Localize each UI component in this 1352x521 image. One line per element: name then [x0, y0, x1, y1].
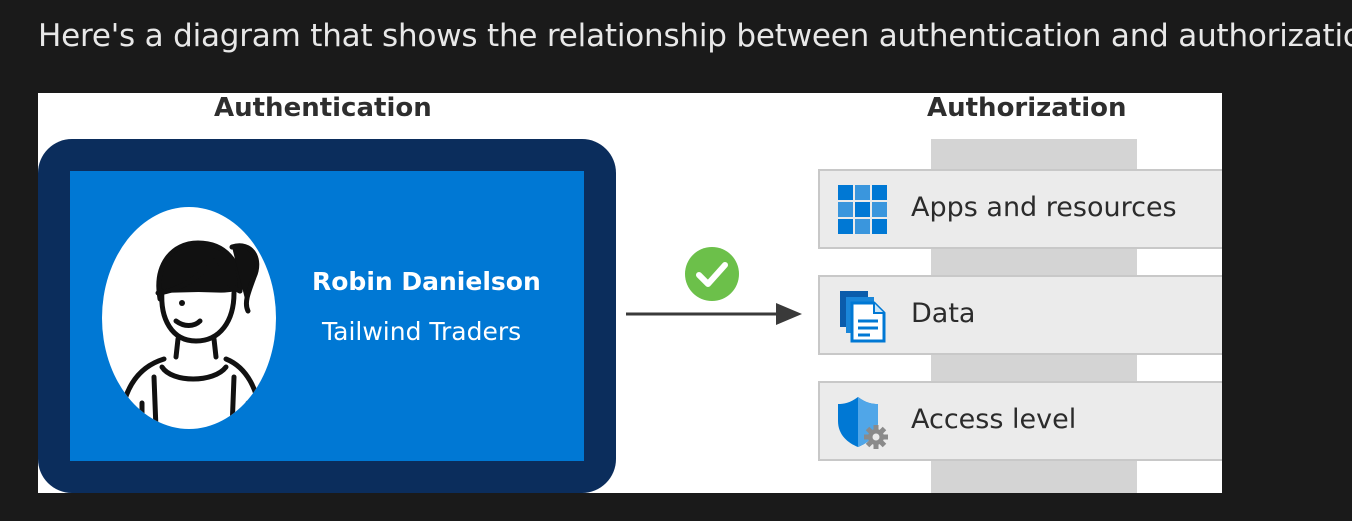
authorization-item-label: Apps and resources	[911, 192, 1177, 223]
authorization-item-apps: Apps and resources	[818, 169, 1222, 249]
shield-gear-icon	[838, 397, 888, 449]
authorization-item-label: Access level	[911, 404, 1077, 435]
arrow-right-icon	[626, 303, 802, 325]
intro-text: Here's a diagram that shows the relation…	[38, 18, 1352, 54]
person-name: Robin Danielson	[312, 267, 541, 296]
documents-icon	[840, 291, 886, 343]
authorization-heading: Authorization	[927, 93, 1127, 123]
identity-card-inner: Robin Danielson Tailwind Traders	[70, 171, 584, 461]
person-avatar-icon	[102, 207, 276, 429]
authorization-item-access-level: Access level	[818, 381, 1222, 461]
check-circle-icon	[685, 247, 739, 301]
apps-grid-icon	[838, 185, 887, 234]
authorization-item-label: Data	[911, 298, 976, 329]
auth-diagram: Authentication Authorization	[38, 93, 1222, 493]
organization-name: Tailwind Traders	[322, 317, 522, 346]
authorization-item-data: Data	[818, 275, 1222, 355]
authentication-heading: Authentication	[214, 93, 432, 123]
identity-card: Robin Danielson Tailwind Traders	[38, 139, 616, 493]
